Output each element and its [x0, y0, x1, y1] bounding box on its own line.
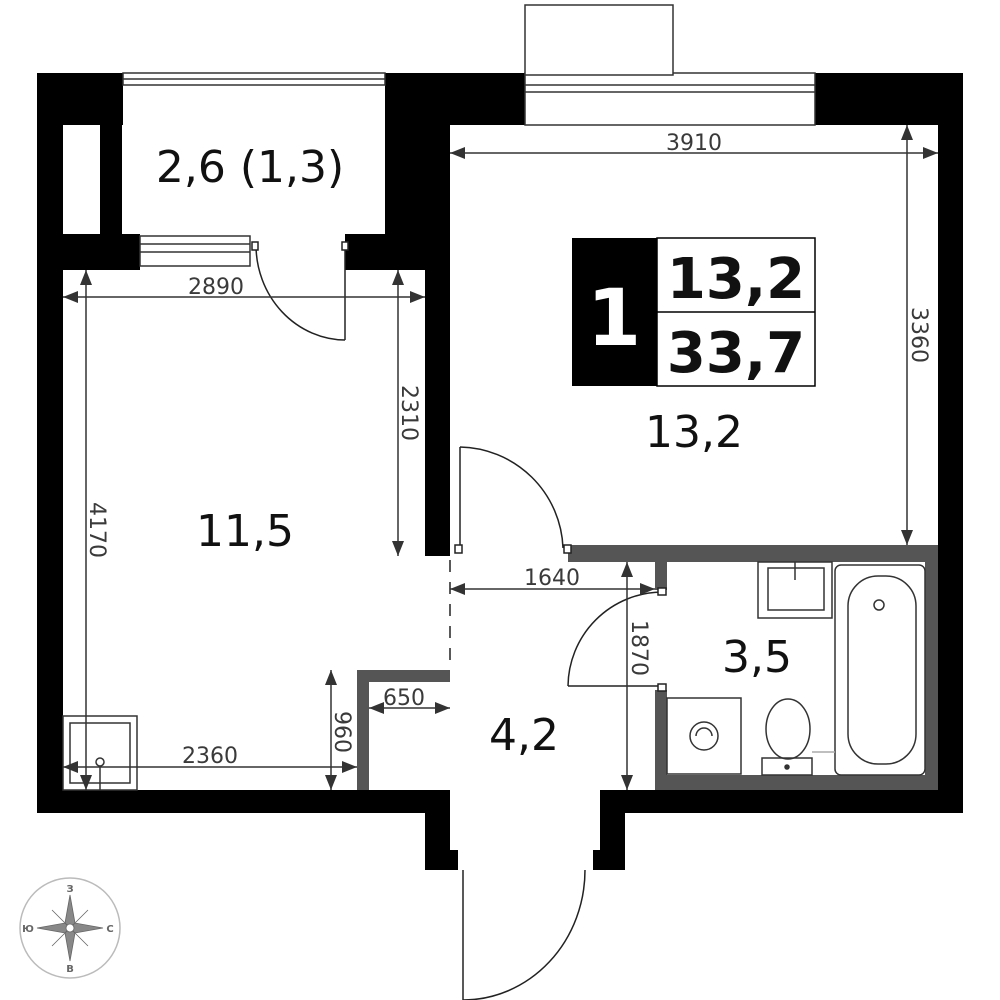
- outer-walls: [37, 73, 963, 870]
- dim-left-partial-height: 2310: [396, 385, 421, 441]
- kitchen-sink: [62, 715, 138, 791]
- area-hallway: 4,2: [489, 710, 559, 761]
- dim-bath-height: 1870: [626, 620, 651, 676]
- area-badge: 1 13,2 33,7: [572, 237, 816, 387]
- dim-left-height: 4170: [84, 502, 109, 558]
- compass-south: В: [66, 964, 74, 975]
- dim-bottom-width: 2360: [182, 744, 238, 769]
- dim-niche-height: 960: [329, 711, 354, 753]
- compass: З В Ю С: [19, 877, 121, 979]
- dimension-lines: [63, 125, 938, 790]
- badge-rooms: 1: [587, 274, 641, 364]
- area-balcony: 2,6 (1,3): [156, 142, 344, 193]
- badge-living-area: 13,2: [667, 247, 805, 312]
- washing-machine: [666, 697, 742, 775]
- area-bathroom: 3,5: [722, 632, 792, 683]
- dim-left-width: 2890: [188, 275, 244, 300]
- compass-west: Ю: [22, 924, 34, 935]
- area-room-left: 11,5: [196, 506, 294, 557]
- toilet: [761, 698, 835, 776]
- compass-rose-icon: [36, 894, 104, 962]
- badge-total-area: 33,7: [667, 321, 805, 386]
- dim-right-width: 3910: [666, 131, 722, 156]
- fixtures: [62, 561, 926, 791]
- bathtub: [834, 564, 926, 776]
- sink: [757, 561, 833, 619]
- area-room-right: 13,2: [645, 407, 743, 458]
- dim-corridor-width: 1640: [524, 566, 580, 591]
- windows: [122, 4, 816, 267]
- dim-niche-width: 650: [383, 686, 425, 711]
- bathroom-walls: [357, 545, 938, 790]
- dim-right-height: 3360: [906, 307, 931, 363]
- compass-east: С: [106, 924, 113, 935]
- compass-north: З: [66, 884, 73, 895]
